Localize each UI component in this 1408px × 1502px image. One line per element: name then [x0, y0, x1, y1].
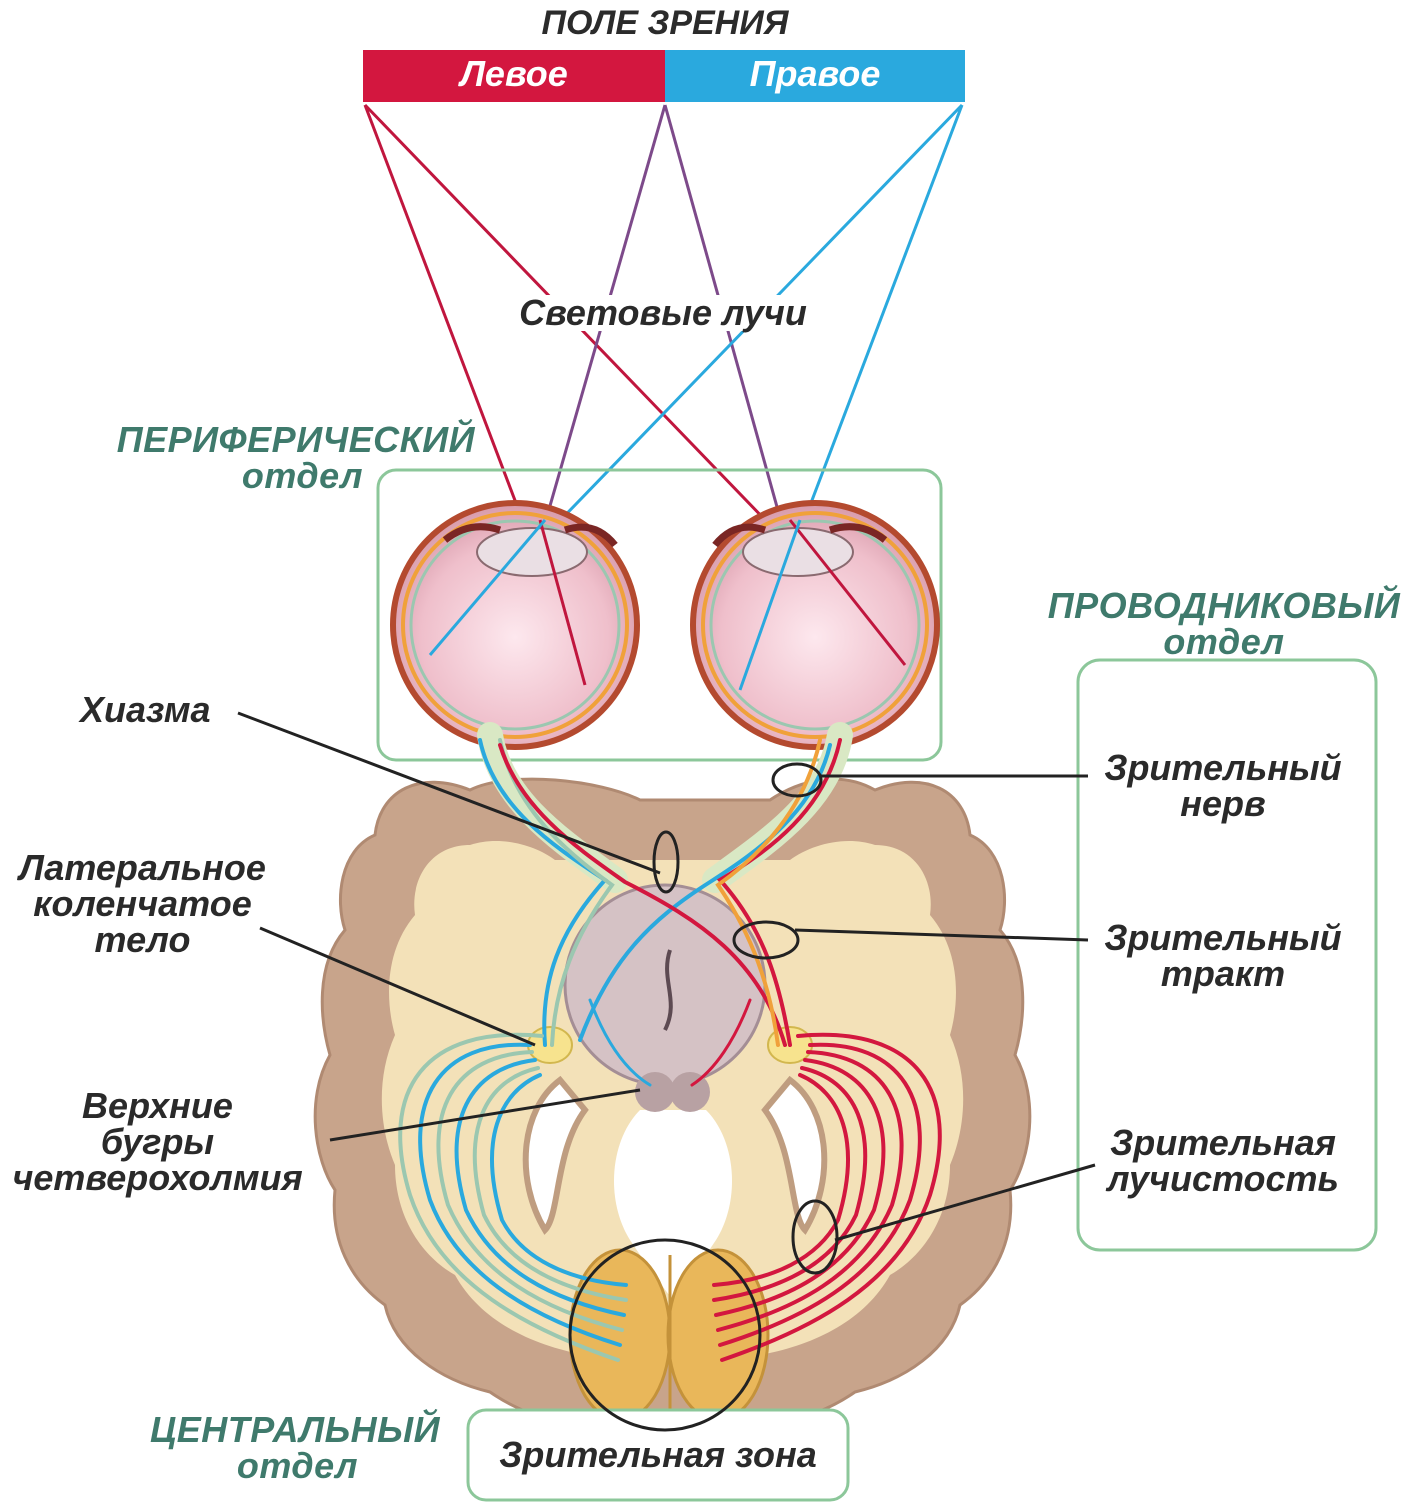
left-eye — [390, 500, 640, 750]
ventricle-right — [761, 1075, 828, 1235]
indicator-rings — [568, 762, 839, 1432]
lgb-label-line3: тело — [94, 919, 191, 960]
optic-radiation-label-line2: лучистость — [1107, 1158, 1339, 1199]
optic-nerve-label-line1: Зрительный — [1104, 747, 1342, 788]
chiasm-label: Хиазма — [80, 689, 211, 730]
light-rays-label: Световые лучи — [488, 295, 838, 331]
field-right-bar — [665, 50, 965, 102]
central-section-subtitle: отдел — [236, 1445, 358, 1486]
colliculi-label-line1: Верхние — [82, 1085, 233, 1126]
optic-pathways — [477, 722, 853, 1087]
conductive-section-label: ПРОВОДНИКОВЫЙ отдел — [1040, 588, 1408, 660]
colliculi-label-line3: четверохолмия — [12, 1157, 303, 1198]
visual-zone-box — [466, 1408, 850, 1502]
peripheral-section-label: ПЕРИФЕРИЧЕСКИЙ отдел — [80, 422, 475, 494]
visual-zone-label: Зрительная зона — [499, 1434, 817, 1475]
optic-tract-label-line1: Зрительный — [1104, 917, 1342, 958]
field-right-label: Правое — [749, 53, 881, 94]
right-eye — [690, 500, 940, 750]
conductive-section-subtitle: отдел — [1163, 621, 1285, 662]
peripheral-section-title: ПЕРИФЕРИЧЕСКИЙ — [116, 419, 475, 460]
visual-zone-circle — [568, 1238, 762, 1432]
colliculi-label: Верхние бугры четверохолмия — [0, 1088, 315, 1196]
optic-radiation-left — [398, 1032, 628, 1362]
field-left-label: Левое — [460, 53, 568, 94]
conductive-section-box — [1076, 658, 1378, 1252]
optic-tract-label: Зрительный тракт — [1088, 920, 1358, 992]
leader-lines — [237, 711, 1096, 1242]
optic-tract-label-line2: тракт — [1160, 953, 1286, 994]
optic-radiation-label-line1: Зрительная — [1110, 1122, 1336, 1163]
visual-field-title: ПОЛЕ ЗРЕНИЯ — [541, 4, 789, 42]
lgb-label-line1: Латеральное — [19, 847, 266, 888]
lgb-label: Латеральное коленчатое тело — [0, 850, 285, 958]
optic-radiation-right — [712, 1032, 942, 1362]
field-left-bar — [363, 50, 665, 102]
optic-nerve-label-line2: нерв — [1180, 783, 1266, 824]
brain — [313, 777, 1032, 1432]
ventricle-left — [522, 1075, 589, 1235]
lgb-label-line2: коленчатое — [33, 883, 252, 924]
colliculi-label-line2: бугры — [100, 1121, 215, 1162]
optic-nerve-label: Зрительный нерв — [1088, 750, 1358, 822]
superior-colliculus-right — [670, 1072, 710, 1112]
optic-radiation-label: Зрительная лучистость — [1088, 1125, 1358, 1197]
central-section-label: ЦЕНТРАЛЬНЫЙ отдел — [120, 1412, 440, 1484]
central-section-title: ЦЕНТРАЛЬНЫЙ — [149, 1409, 440, 1450]
peripheral-section-box — [376, 468, 943, 762]
conductive-section-title: ПРОВОДНИКОВЫЙ — [1047, 585, 1401, 626]
peripheral-section-subtitle: отдел — [241, 455, 363, 496]
intraocular-rays — [428, 519, 907, 691]
